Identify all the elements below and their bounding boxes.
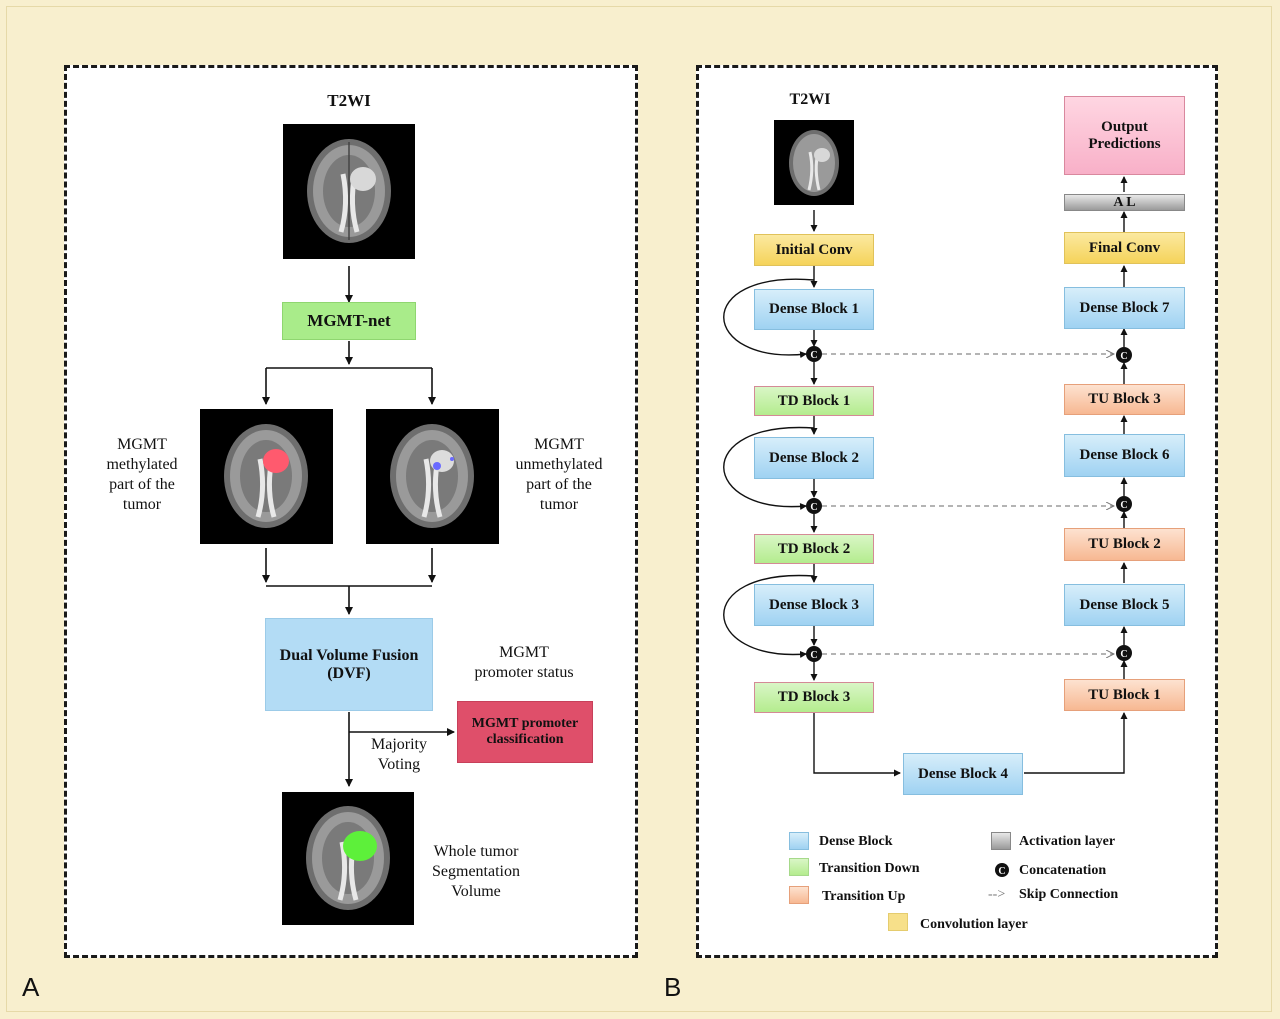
concat-icon-left-2: C	[806, 498, 822, 514]
mri-t2wi-image	[283, 124, 415, 259]
concat-icon-left-3: C	[806, 646, 822, 662]
td-block-3-box: TD Block 3	[754, 682, 874, 713]
majority-voting-label: Majority Voting	[371, 736, 427, 773]
legend-conv-swatch	[888, 913, 908, 931]
brain-scan-icon	[307, 139, 391, 243]
concat-icon-left-1: C	[806, 346, 822, 362]
concat-icon-right-2: C	[1116, 496, 1132, 512]
panel-b-label: B	[664, 972, 682, 1002]
legend-tu-swatch	[789, 886, 809, 904]
dense-block-7-box: Dense Block 7	[1064, 287, 1185, 329]
svg-text:C: C	[1120, 500, 1127, 511]
dvf-box: Dual Volume Fusion (DVF)	[265, 618, 433, 711]
initial-conv-box: Initial Conv	[754, 234, 874, 266]
outer-frame	[6, 6, 1272, 1012]
tu-block-2-box: TU Block 2	[1064, 528, 1185, 561]
dense-block-3-box: Dense Block 3	[754, 584, 874, 626]
legend-activation-label: Activation layer	[1019, 834, 1116, 849]
panel-a-title: T2WI	[327, 91, 371, 110]
legend-conv-label: Convolution layer	[920, 917, 1028, 932]
legend-activation-swatch	[991, 832, 1011, 850]
promoter-classification-box: MGMT promoter classification	[457, 701, 593, 763]
mri-unmethylated-image	[366, 409, 499, 544]
svg-text:C: C	[998, 866, 1005, 877]
dense-block-5-box: Dense Block 5	[1064, 584, 1185, 626]
legend-skip-label: Skip Connection	[1019, 887, 1119, 902]
concat-icon-right-3: C	[1116, 645, 1132, 661]
dense-block-1-box: Dense Block 1	[754, 289, 874, 330]
dense-block-6-box: Dense Block 6	[1064, 434, 1185, 477]
output-predictions-box: Output Predictions	[1064, 96, 1185, 175]
activation-layer-box: A L	[1064, 194, 1185, 211]
brain-scan-icon	[306, 806, 390, 910]
legend-td-label: Transition Down	[819, 861, 920, 876]
panel-a-label: A	[22, 972, 40, 1002]
dense-block-4-box: Dense Block 4	[903, 753, 1023, 795]
tu-block-1-box: TU Block 1	[1064, 679, 1185, 711]
svg-text:C: C	[810, 650, 817, 661]
legend-td-swatch	[789, 858, 809, 876]
brain-scan-icon	[224, 424, 308, 528]
svg-text:C: C	[1120, 351, 1127, 362]
promoter-status-label: MGMT promoter status	[474, 644, 574, 681]
final-conv-box: Final Conv	[1064, 232, 1185, 264]
svg-text:C: C	[810, 502, 817, 513]
mgmt-net-box: MGMT-net	[282, 302, 416, 340]
mri-t2wi-small-image	[774, 120, 854, 205]
concat-icon-right-1: C	[1116, 347, 1132, 363]
mri-methylated-image	[200, 409, 333, 544]
svg-text:C: C	[1120, 649, 1127, 660]
legend-skip-arrow-icon: -->	[988, 887, 1006, 902]
legend-dense-swatch	[789, 832, 809, 850]
svg-text:C: C	[810, 350, 817, 361]
td-block-1-box: TD Block 1	[754, 386, 874, 416]
panel-b-title: T2WI	[789, 91, 831, 108]
dense-block-2-box: Dense Block 2	[754, 437, 874, 479]
legend-dense-label: Dense Block	[819, 834, 893, 849]
unmethylated-label: MGMT unmethylated part of the tumor	[515, 436, 603, 513]
brain-scan-icon	[390, 424, 474, 528]
legend-tu-label: Transition Up	[822, 889, 906, 904]
mri-whole-tumor-image	[282, 792, 414, 925]
methylated-label: MGMT methylated part of the tumor	[106, 436, 178, 513]
whole-tumor-label: Whole tumor Segmentation Volume	[432, 843, 520, 900]
tu-block-3-box: TU Block 3	[1064, 384, 1185, 415]
td-block-2-box: TD Block 2	[754, 534, 874, 564]
brain-scan-icon	[789, 130, 839, 196]
panel-b	[696, 65, 1218, 958]
legend-concat-label: Concatenation	[1019, 863, 1107, 878]
